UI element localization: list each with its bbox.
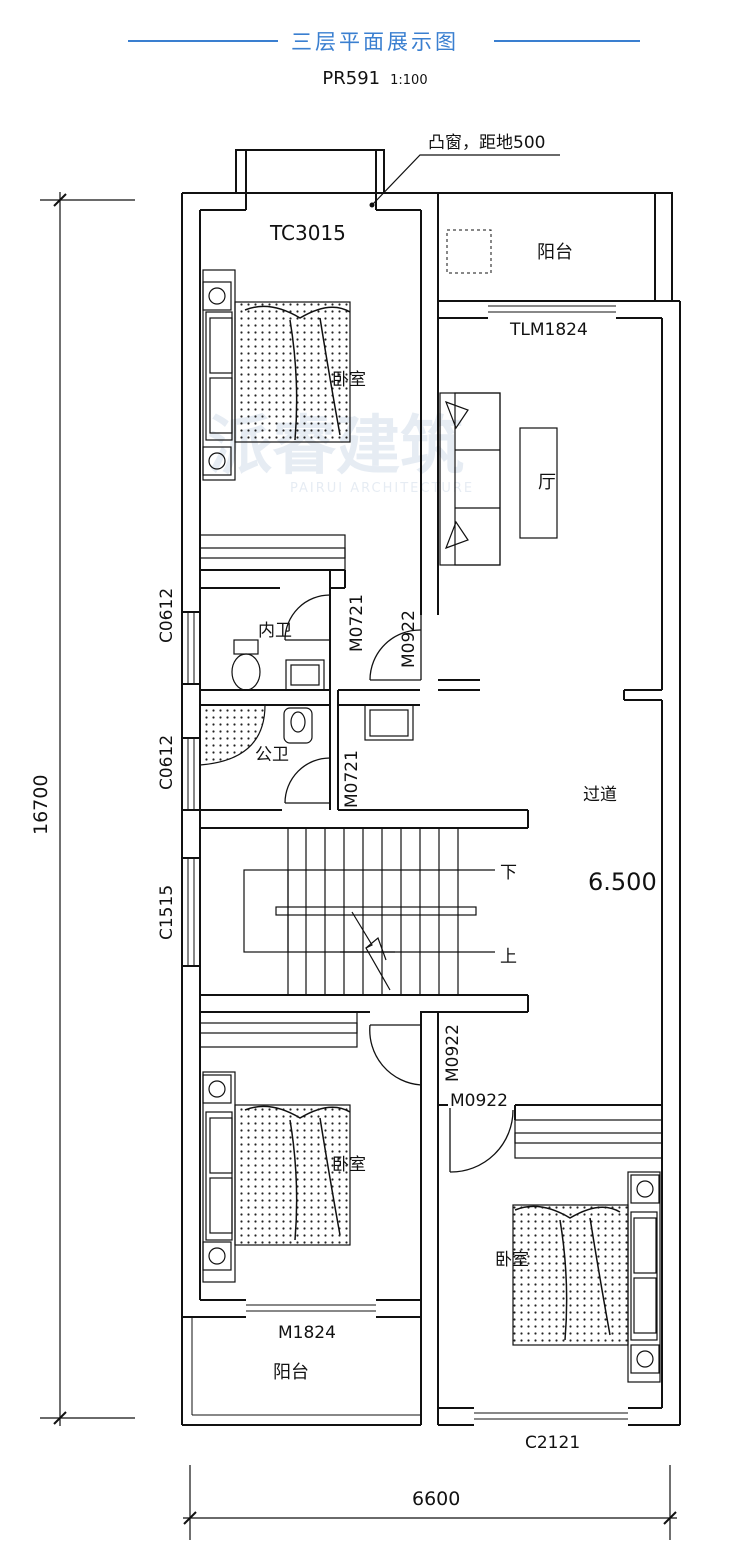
staircase	[243, 828, 495, 995]
label-balcony-top: 阳台	[537, 242, 573, 263]
door-swings	[284, 594, 514, 1173]
dimension-lines	[40, 192, 677, 1540]
bed-bottom-left	[202, 1071, 351, 1283]
label-m1824: M1824	[278, 1323, 336, 1343]
coffee-table	[519, 427, 558, 539]
toilet-ensuite	[231, 639, 261, 691]
label-c0612-a: C0612	[157, 588, 177, 643]
shower	[199, 704, 266, 766]
plan-code-row: PR591 1:100	[0, 68, 750, 89]
bay-window-leader-dot	[369, 202, 375, 208]
bay-window-note: 凸窗，距地500	[428, 133, 545, 153]
basin-ensuite	[285, 659, 325, 691]
walls	[181, 149, 681, 1426]
squat-toilet	[283, 707, 313, 744]
label-tlm1824: TLM1824	[509, 320, 588, 340]
label-living: 厅	[538, 472, 556, 493]
bed-bottom-right	[512, 1171, 661, 1383]
wardrobe-bottom-right	[514, 1119, 663, 1159]
label-bedroom-bottom-right: 卧室	[495, 1250, 529, 1270]
sofa	[439, 392, 501, 566]
label-c1515: C1515	[157, 885, 177, 940]
label-c0612-b: C0612	[157, 735, 177, 790]
label-bedroom-bottom-left: 卧室	[332, 1155, 366, 1175]
label-m0922-a: M0922	[399, 610, 419, 668]
label-level: 6.500	[588, 868, 657, 896]
label-stair-up: 上	[500, 947, 517, 967]
label-m0721-b: M0721	[342, 750, 362, 808]
title-line-right	[494, 40, 640, 42]
bed-top	[202, 269, 351, 481]
plan-code: PR591	[322, 68, 381, 89]
label-bedroom-top: 卧室	[332, 370, 366, 390]
label-m0721-a: M0721	[347, 594, 367, 652]
label-dim-width: 6600	[412, 1488, 460, 1510]
wardrobe-top	[199, 534, 346, 571]
label-ensuite-bath: 内卫	[258, 621, 292, 641]
wardrobe-bottom-left	[199, 1011, 358, 1048]
label-public-bath: 公卫	[255, 745, 289, 765]
label-stair-down: 下	[500, 863, 517, 883]
label-m0922-c: M0922	[450, 1091, 508, 1111]
basin-public	[364, 704, 414, 741]
plan-scale: 1:100	[390, 73, 428, 88]
title-line-left	[128, 40, 278, 42]
labels: 凸窗，距地500 TC3015 阳台 TLM1824 卧室 厅 内卫 公卫 过道…	[30, 133, 657, 1510]
label-dim-height: 16700	[30, 775, 52, 835]
bay-window-leader	[371, 154, 560, 206]
watermark-subtext: PAIRUI ARCHITECTURE	[290, 481, 474, 496]
label-c2121: C2121	[525, 1433, 580, 1453]
label-m0922-b: M0922	[443, 1024, 463, 1082]
label-tc3015: TC3015	[269, 221, 346, 245]
label-corridor: 过道	[583, 785, 617, 805]
header: 三层平面展示图 PR591 1:100	[0, 0, 750, 100]
page-title: 三层平面展示图	[291, 30, 459, 54]
label-balcony-bottom: 阳台	[273, 1362, 309, 1383]
balcony-table	[446, 229, 492, 274]
